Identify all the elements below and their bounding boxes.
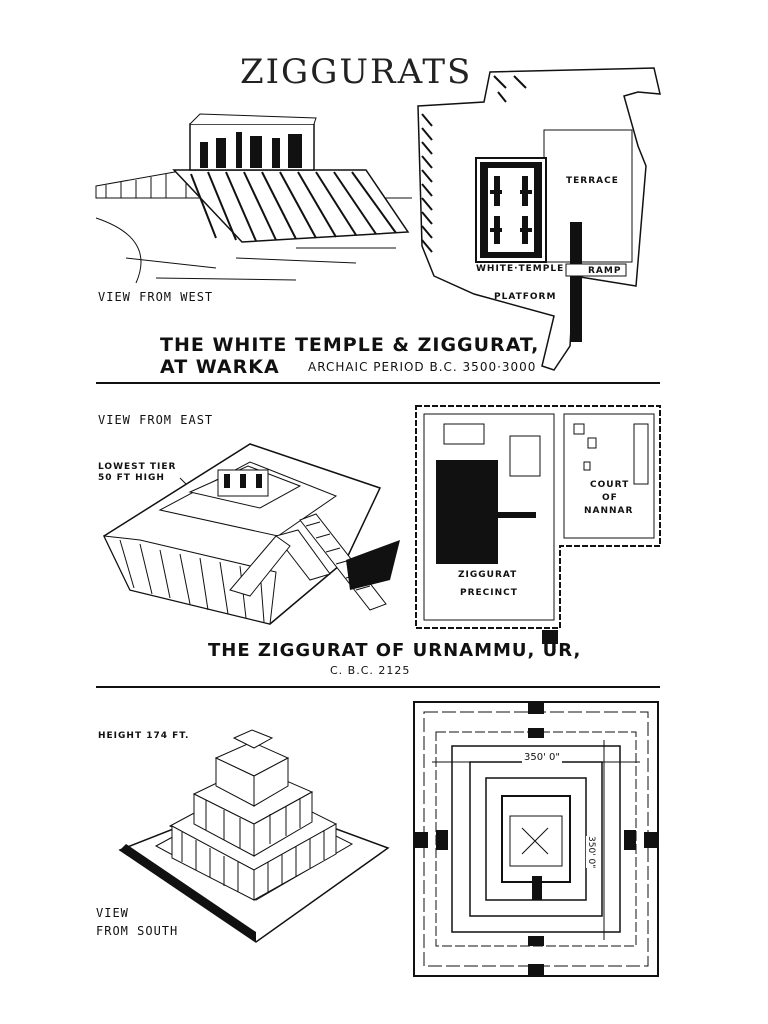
section-divider-2: [96, 686, 660, 688]
view-from-west-label: VIEW FROM WEST: [98, 290, 214, 304]
plan-white-temple-label: WHITE·TEMPLE: [476, 264, 565, 274]
lowest-tier-note-line2: 50 FT HIGH: [98, 473, 165, 483]
plan-ziggurat-label: ZIGGURAT: [458, 570, 518, 580]
ur-ziggurat-view-drawing: [103, 443, 400, 625]
plan-dimension-horizontal: 350' 0": [522, 752, 562, 763]
view-from-south-label-2: FROM SOUTH: [96, 924, 179, 938]
ur-precinct-plan-drawing: [415, 405, 661, 644]
warka-caption-line1: THE WHITE TEMPLE & ZIGGURAT,: [160, 334, 540, 356]
stepped-ziggurat-view-drawing: [118, 729, 390, 943]
plan-dimension-vertical: 350' 0": [586, 836, 596, 869]
view-from-east-label: VIEW FROM EAST: [98, 413, 214, 427]
plan-court-label-3: NANNAR: [584, 506, 634, 516]
plan-platform-label: PLATFORM: [494, 292, 557, 302]
plan-precinct-label: PRECINCT: [460, 588, 518, 598]
plan-ramp-label: RAMP: [588, 266, 622, 276]
warka-caption-place: AT WARKA: [160, 356, 280, 378]
plan-court-label-1: COURT: [590, 480, 630, 490]
ur-caption: THE ZIGGURAT OF URNAMMU, UR,: [208, 640, 582, 661]
lowest-tier-note-line1: LOWEST TIER: [98, 462, 177, 472]
white-temple-plan-drawing: [417, 67, 661, 371]
white-temple-view-drawing: [95, 113, 412, 284]
view-from-south-label-1: VIEW: [96, 906, 129, 920]
section-divider-1: [96, 382, 660, 384]
stepped-ziggurat-plan-drawing: [413, 701, 659, 977]
plan-court-label-2: OF: [602, 493, 618, 503]
plan-terrace-label: TERRACE: [566, 176, 619, 186]
page-title: ZIGGURATS: [240, 52, 473, 92]
height-note: HEIGHT 174 FT.: [98, 731, 190, 741]
ur-date: C. B.C. 2125: [330, 664, 411, 677]
warka-caption-period: ARCHAIC PERIOD B.C. 3500·3000: [308, 360, 537, 374]
